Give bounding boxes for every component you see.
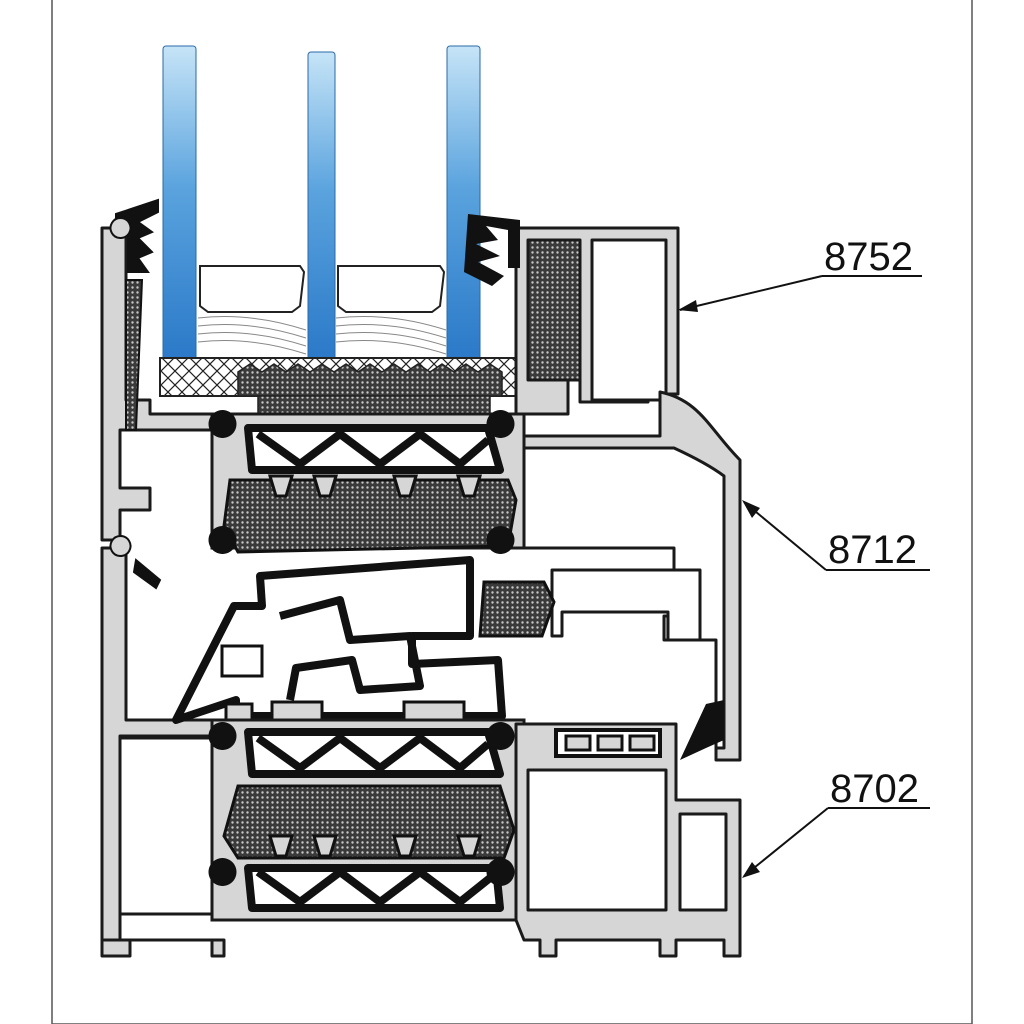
callout-8702: 8702 (742, 767, 930, 878)
thermal-break-upper-x (255, 430, 491, 468)
sash-bottom-clips (224, 700, 466, 724)
secondary-sealant (197, 316, 447, 355)
thermal-break-clips-lower (267, 834, 483, 858)
left-gaskets (109, 198, 162, 590)
middle-gasket (478, 580, 556, 638)
lower-right-profile (514, 722, 742, 958)
frame-8712 (514, 226, 742, 762)
side-clips (208, 410, 515, 886)
label-8712: 8712 (828, 528, 917, 572)
arrow-head-8702 (742, 862, 760, 878)
label-8752: 8752 (824, 235, 913, 279)
thermal-break-clips-upper (267, 474, 483, 498)
sash-middle (172, 556, 556, 724)
callout-8712: 8712 (742, 500, 930, 572)
glazing-unit (159, 45, 531, 421)
frame-8702 (118, 700, 742, 958)
right-glazing-gasket (464, 214, 520, 286)
spacer-right (337, 265, 446, 313)
glass-pane-1 (162, 45, 197, 363)
thermal-break-lower-top-x (255, 733, 491, 774)
thermal-break-lower-bottom-x (255, 867, 493, 908)
lower-gasket-inner (564, 734, 656, 752)
label-8702: 8702 (830, 767, 919, 811)
left-lower-chamber (118, 736, 214, 916)
sash-vent-internal (278, 596, 424, 701)
setting-block-wave (237, 363, 503, 397)
vent-cavity (220, 644, 264, 678)
sash-8752 (210, 412, 526, 554)
glass-pane-3 (446, 45, 481, 363)
spacer-left (199, 265, 306, 313)
insulation-core-lower (222, 784, 516, 860)
glass-pane-2 (307, 51, 336, 363)
arrow-head-8712 (742, 500, 760, 518)
callout-8752: 8752 (678, 235, 922, 312)
lower-right-seal (680, 700, 724, 760)
sash-vent-profile (172, 556, 506, 724)
frame-border (51, 0, 973, 1024)
arrow-head-8752 (678, 300, 698, 312)
